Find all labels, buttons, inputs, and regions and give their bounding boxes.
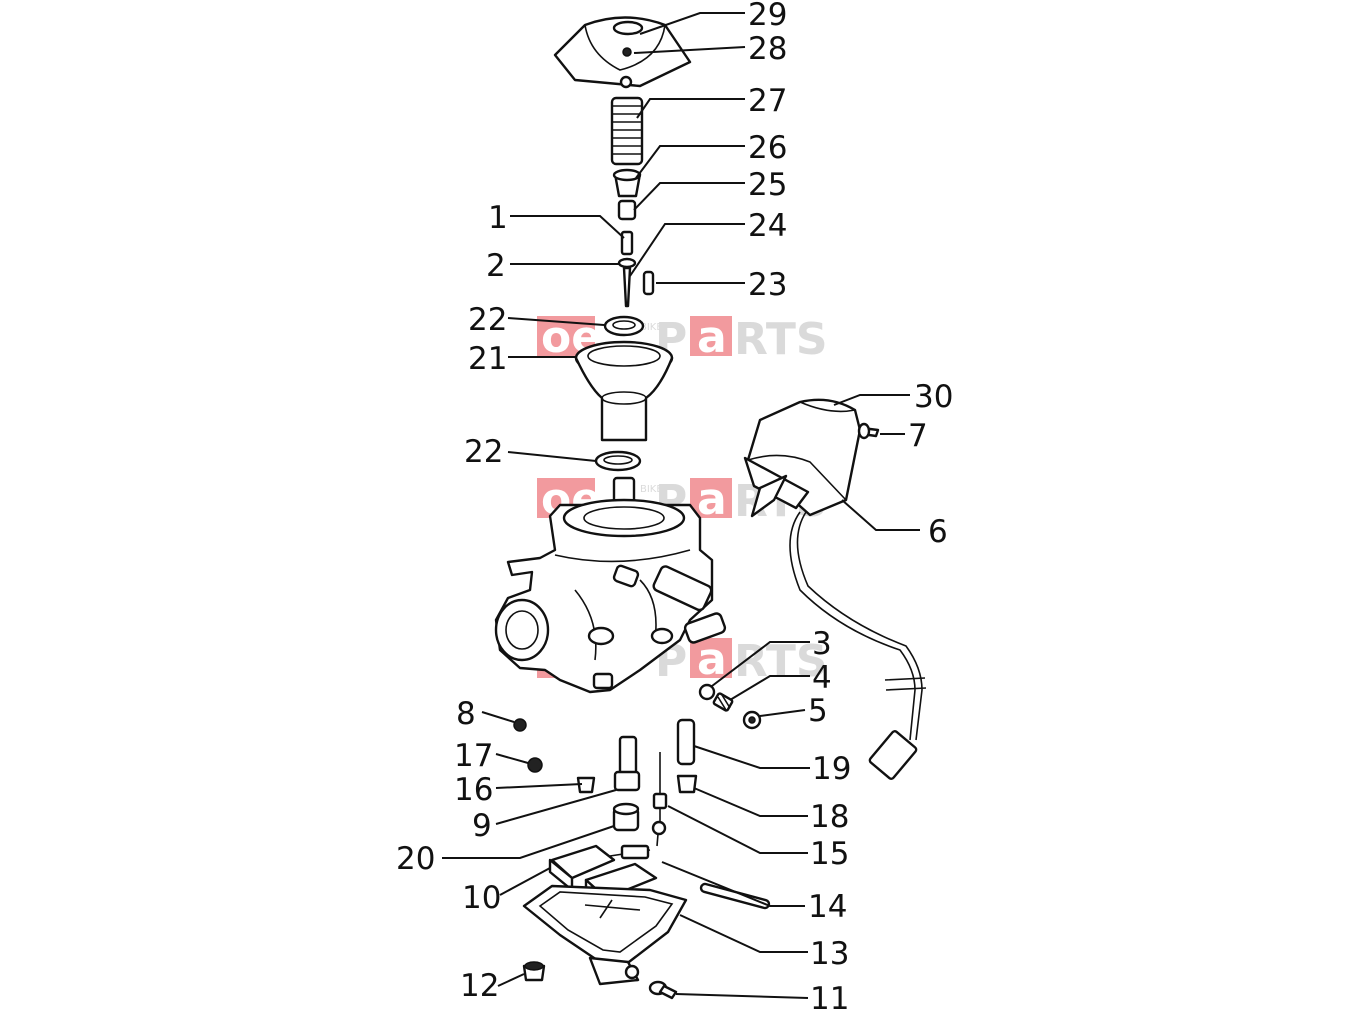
callout-21: 21 (468, 341, 507, 377)
part-diaphragm-slide (574, 340, 674, 442)
callout-27: 27 (748, 83, 787, 119)
callout-labels: 29 28 27 26 25 1 24 2 23 22 21 30 7 22 6… (396, 0, 953, 1013)
leader-29 (639, 12, 745, 35)
leader-12 (497, 973, 525, 987)
callout-19: 19 (812, 751, 851, 787)
watermark-badge: a (697, 312, 727, 363)
callout-6: 6 (928, 514, 948, 550)
callout-20: 20 (396, 841, 435, 877)
callout-17: 17 (454, 738, 493, 774)
callout-10: 10 (462, 880, 501, 916)
part-11 (648, 980, 678, 1000)
leader-10 (499, 867, 551, 896)
part-choke-actuator (743, 398, 927, 780)
watermark-badge: a (697, 634, 727, 685)
part-o-ring-upper (603, 315, 645, 337)
leader-8 (481, 711, 515, 723)
callout-1: 1 (488, 200, 508, 236)
leader-14 (661, 861, 805, 907)
callout-11: 11 (810, 981, 849, 1013)
part-20 (612, 802, 640, 832)
part-13-float-bowl (522, 884, 688, 986)
part-spring (610, 96, 644, 166)
leader-27 (636, 98, 745, 119)
leader-17 (495, 753, 529, 764)
leader-13 (679, 914, 808, 953)
callout-23: 23 (748, 267, 787, 303)
part-9 (613, 735, 641, 792)
callout-24: 24 (748, 208, 787, 244)
callout-2: 2 (486, 248, 506, 284)
callout-18: 18 (810, 799, 849, 835)
part-screw-7 (857, 422, 880, 440)
part-top-cover (553, 16, 692, 89)
part-8 (513, 718, 527, 732)
leader-11 (675, 993, 809, 999)
leader-25 (633, 182, 745, 211)
part-jet-needle (617, 230, 637, 308)
part-17 (527, 757, 543, 773)
part-spring-seat (612, 168, 642, 198)
leader-18 (693, 787, 808, 817)
leader-19 (693, 745, 810, 769)
leader-24 (629, 223, 745, 277)
part-14-pin (699, 882, 771, 910)
part-pin (642, 270, 655, 296)
callout-13: 13 (810, 936, 849, 972)
callout-12: 12 (460, 968, 499, 1004)
part-18 (676, 774, 698, 794)
leader-1 (510, 215, 625, 239)
watermark-small: BIKE (640, 484, 663, 495)
leader-26 (635, 145, 745, 179)
leader-22b (507, 451, 597, 462)
callout-7: 7 (908, 418, 928, 454)
watermark-suffix: RTS (734, 314, 828, 365)
callout-3: 3 (812, 626, 832, 662)
leader-6 (841, 499, 920, 531)
part-12 (522, 961, 546, 982)
part-19 (676, 718, 696, 766)
callout-25: 25 (748, 167, 787, 203)
part-o-ring-lower (594, 450, 642, 472)
callout-5: 5 (808, 693, 828, 729)
part-16 (576, 776, 596, 794)
leader-28 (633, 46, 746, 54)
callout-22-lower: 22 (464, 434, 503, 470)
watermark-suffix: RTS (734, 636, 828, 687)
callout-29: 29 (748, 0, 787, 33)
callout-4: 4 (812, 660, 832, 696)
leader-15 (667, 805, 808, 854)
callout-16: 16 (454, 772, 493, 808)
leader-5 (759, 709, 806, 717)
leader-16 (495, 783, 583, 789)
callout-14: 14 (808, 889, 847, 925)
leader-4 (729, 675, 810, 701)
callout-8: 8 (456, 696, 476, 732)
leader-lines (442, 12, 920, 999)
part-5 (742, 710, 762, 730)
leader-20 (442, 825, 615, 859)
leader-3 (711, 641, 810, 687)
callout-22-upper: 22 (468, 302, 507, 338)
leader-30 (833, 394, 910, 406)
watermark-badge: a (697, 474, 727, 525)
callout-28: 28 (748, 31, 787, 67)
leader-22a (507, 317, 605, 326)
callout-9: 9 (472, 808, 492, 844)
watermark-small: BIKE (640, 322, 663, 333)
callout-15: 15 (810, 836, 849, 872)
callout-30: 30 (914, 379, 953, 415)
leader-9 (495, 789, 617, 825)
callout-26: 26 (748, 130, 787, 166)
part-4 (712, 692, 734, 712)
part-15 (651, 752, 668, 847)
part-needle-retainer (617, 199, 637, 221)
part-3 (698, 683, 716, 701)
part-carburetor-body (494, 476, 727, 694)
